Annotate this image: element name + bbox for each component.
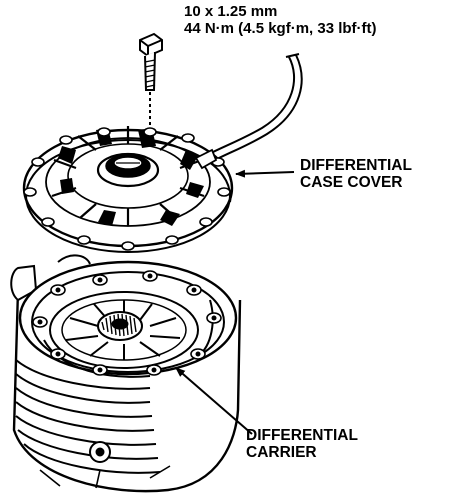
breather-tube: [197, 53, 303, 167]
carrier-label: DIFFERENTIAL CARRIER: [246, 427, 358, 462]
torque-spec-callout: 10 x 1.25 mm 44 N·m (4.5 kgf·m, 33 lbf·f…: [184, 3, 377, 38]
carrier-drawing: [10, 254, 242, 493]
arrow-icon: [175, 169, 295, 435]
carrier-label-line1: DIFFERENTIAL: [246, 427, 358, 444]
case-cover-drawing: [22, 126, 234, 253]
torque-text: 44 N·m (4.5 kgf·m, 33 lbf·ft): [184, 19, 377, 37]
bolt-icon: [139, 32, 163, 128]
bolt-size-text: 10 x 1.25 mm: [184, 3, 278, 20]
carrier-label-line2: CARRIER: [246, 444, 317, 462]
case-cover-label-line2: CASE COVER: [300, 174, 403, 192]
case-cover-label-line1: DIFFERENTIAL: [300, 157, 412, 174]
case-cover-label: DIFFERENTIAL CASE COVER: [300, 157, 412, 192]
